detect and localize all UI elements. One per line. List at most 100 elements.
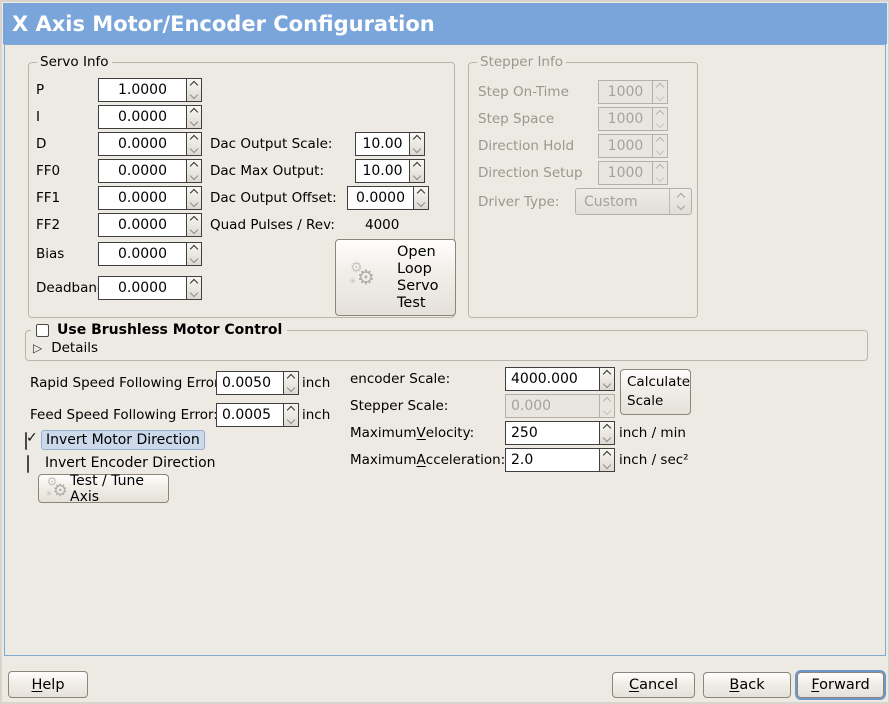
invert-encoder-direction-checkbox[interactable]: ✓: [27, 455, 29, 473]
step-on-time-input[interactable]: 1000: [598, 80, 652, 104]
forward-button[interactable]: Forward: [797, 672, 884, 698]
spin-down-icon[interactable]: [189, 225, 199, 235]
ff0-spinbox[interactable]: 0.0000: [98, 159, 202, 183]
spin-down-icon[interactable]: [189, 117, 199, 127]
i-input[interactable]: 0.0000: [98, 105, 186, 129]
spin-down-icon[interactable]: [189, 288, 199, 298]
stepper-scale-input[interactable]: 0.000: [505, 394, 599, 418]
spin-up-icon[interactable]: [655, 163, 665, 173]
back-button[interactable]: Back: [703, 672, 791, 698]
spin-down-icon[interactable]: [602, 406, 612, 416]
help-button[interactable]: Help: [8, 671, 88, 698]
direction-hold-input[interactable]: 1000: [598, 134, 652, 158]
p-input[interactable]: 1.0000: [98, 78, 186, 102]
spin-up-icon[interactable]: [412, 134, 422, 144]
spin-up-icon[interactable]: [655, 136, 665, 146]
spin-down-icon[interactable]: [655, 146, 665, 156]
spin-up-icon[interactable]: [602, 450, 612, 460]
spin-up-icon[interactable]: [189, 278, 199, 288]
rapid-following-error-spinner[interactable]: [283, 371, 299, 395]
spin-down-icon[interactable]: [602, 433, 612, 443]
maximum-velocity-spinbox[interactable]: 250: [505, 421, 615, 445]
spin-down-icon[interactable]: [286, 383, 296, 393]
dac-output-scale-input[interactable]: 10.00: [355, 132, 409, 156]
step-space-input[interactable]: 1000: [598, 107, 652, 131]
spin-up-icon[interactable]: [189, 188, 199, 198]
spin-up-icon[interactable]: [189, 161, 199, 171]
cancel-button[interactable]: Cancel: [612, 672, 695, 698]
dac-output-offset-spinbox[interactable]: 0.0000: [347, 186, 429, 210]
stepper-scale-spinner[interactable]: [599, 394, 615, 418]
dac-max-output-spinbox[interactable]: 10.00: [355, 159, 425, 183]
p-spinner-buttons[interactable]: [186, 78, 202, 102]
dac-output-scale-spinbox[interactable]: 10.00: [355, 132, 425, 156]
bias-spinner-buttons[interactable]: [186, 242, 202, 266]
spin-up-icon[interactable]: [189, 134, 199, 144]
direction-setup-spinner[interactable]: [652, 161, 668, 185]
expander-arrow-icon[interactable]: ▷: [33, 341, 43, 355]
d-spinbox[interactable]: 0.0000: [98, 132, 202, 156]
spin-up-icon[interactable]: [189, 107, 199, 117]
deadband-spinbox[interactable]: 0.0000: [98, 276, 202, 300]
rapid-following-error-input[interactable]: 0.0050: [216, 371, 283, 395]
combo-arrows-icon[interactable]: [669, 189, 691, 214]
spin-up-icon[interactable]: [286, 405, 296, 415]
open-loop-servo-test-button[interactable]: ⚙ ⚙ ✳ Open Loop Servo Test: [335, 239, 456, 316]
step-space-spinner[interactable]: [652, 107, 668, 131]
use-brushless-checkbox[interactable]: ✓: [36, 323, 49, 337]
calculate-scale-button[interactable]: Calculate Scale: [620, 369, 691, 415]
spin-down-icon[interactable]: [655, 173, 665, 183]
spin-up-icon[interactable]: [602, 423, 612, 433]
spin-down-icon[interactable]: [189, 144, 199, 154]
ff0-spinner-buttons[interactable]: [186, 159, 202, 183]
details-label[interactable]: Details: [51, 340, 99, 356]
spin-up-icon[interactable]: [189, 244, 199, 254]
ff2-spinbox[interactable]: 0.0000: [98, 213, 202, 237]
spin-up-icon[interactable]: [602, 369, 612, 379]
deadband-input[interactable]: 0.0000: [98, 276, 186, 300]
spin-down-icon[interactable]: [189, 90, 199, 100]
spin-up-icon[interactable]: [189, 215, 199, 225]
direction-setup-spinbox[interactable]: 1000: [598, 161, 668, 185]
maximum-velocity-input[interactable]: 250: [505, 421, 599, 445]
step-on-time-spinbox[interactable]: 1000: [598, 80, 668, 104]
spin-down-icon[interactable]: [189, 198, 199, 208]
feed-following-error-spinbox[interactable]: 0.0005: [216, 403, 299, 427]
direction-hold-spinbox[interactable]: 1000: [598, 134, 668, 158]
encoder-scale-input[interactable]: 4000.000: [505, 367, 599, 391]
details-expander[interactable]: ▷ Details: [33, 340, 98, 356]
dac-max-output-spinner[interactable]: [409, 159, 425, 183]
spin-down-icon[interactable]: [189, 254, 199, 264]
feed-following-error-input[interactable]: 0.0005: [216, 403, 283, 427]
bias-spinbox[interactable]: 0.0000: [98, 242, 202, 266]
p-spinbox[interactable]: 1.0000: [98, 78, 202, 102]
driver-type-combobox[interactable]: Custom: [575, 188, 692, 215]
ff2-input[interactable]: 0.0000: [98, 213, 186, 237]
test-tune-axis-button[interactable]: ⚙ ⚙ ✳ Test / Tune Axis: [38, 473, 169, 505]
ff1-spinbox[interactable]: 0.0000: [98, 186, 202, 210]
dac-output-scale-spinner[interactable]: [409, 132, 425, 156]
spin-down-icon[interactable]: [655, 92, 665, 102]
feed-following-error-spinner[interactable]: [283, 403, 299, 427]
spin-down-icon[interactable]: [412, 171, 422, 181]
invert-encoder-direction-label[interactable]: Invert Encoder Direction: [45, 455, 216, 471]
spin-up-icon[interactable]: [189, 80, 199, 90]
spin-down-icon[interactable]: [412, 144, 422, 154]
rapid-following-error-spinbox[interactable]: 0.0050: [216, 371, 299, 395]
ff1-spinner-buttons[interactable]: [186, 186, 202, 210]
dac-output-offset-spinner[interactable]: [413, 186, 429, 210]
spin-down-icon[interactable]: [416, 198, 426, 208]
ff1-input[interactable]: 0.0000: [98, 186, 186, 210]
spin-down-icon[interactable]: [602, 379, 612, 389]
invert-motor-direction-label[interactable]: Invert Motor Direction: [41, 430, 205, 450]
spin-up-icon[interactable]: [655, 82, 665, 92]
spin-up-icon[interactable]: [412, 161, 422, 171]
dac-output-offset-input[interactable]: 0.0000: [347, 186, 413, 210]
spin-up-icon[interactable]: [286, 373, 296, 383]
spin-up-icon[interactable]: [416, 188, 426, 198]
stepper-scale-spinbox[interactable]: 0.000: [505, 394, 615, 418]
spin-down-icon[interactable]: [189, 171, 199, 181]
encoder-scale-spinner[interactable]: [599, 367, 615, 391]
direction-hold-spinner[interactable]: [652, 134, 668, 158]
step-space-spinbox[interactable]: 1000: [598, 107, 668, 131]
